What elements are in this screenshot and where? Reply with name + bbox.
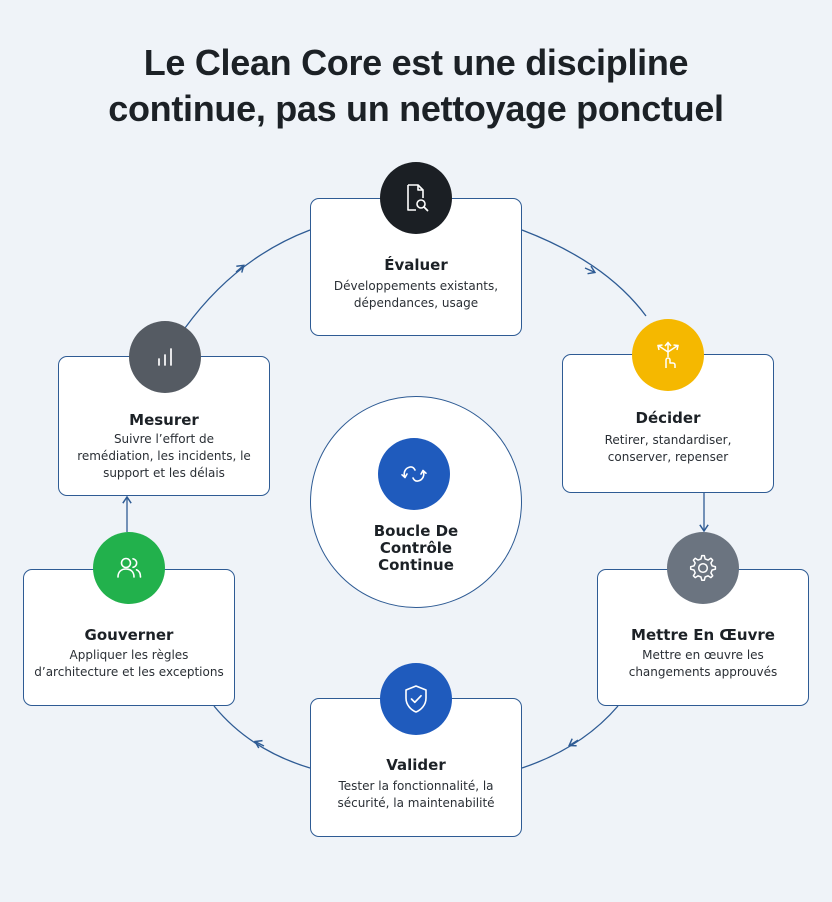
step-desc-line: changements approuvés — [628, 665, 778, 679]
page-title: Le Clean Core est une discipline continu… — [0, 40, 832, 132]
step-title: Gouverner — [84, 626, 174, 644]
step-title: Décider — [635, 409, 701, 427]
step-card-decider: Décider Retirer, standardiser, conserver… — [562, 354, 774, 493]
step-description: Retirer, standardiser, conserver, repens… — [571, 432, 765, 466]
step-description: Appliquer les règles d’architecture et l… — [32, 647, 226, 681]
step-desc-line: dépendances, usage — [353, 296, 479, 310]
step-desc-line: support et les délais — [103, 466, 225, 480]
step-desc-line: Développements existants, — [333, 279, 499, 293]
step-description: Tester la fonctionnalité, la sécurité, l… — [319, 778, 513, 812]
connector-evaluer-decider — [521, 229, 647, 317]
bar-chart-icon — [158, 348, 172, 366]
document-search-icon — [407, 184, 429, 212]
gear-icon — [689, 554, 717, 582]
users-icon — [117, 557, 142, 578]
step-description: Développements existants, dépendances, u… — [319, 278, 513, 312]
step-desc-line: remédiation, les incidents, le — [77, 449, 251, 463]
step-card-gouverner: Gouverner Appliquer les règles d’archite… — [23, 569, 235, 706]
step-desc-line: Appliquer les règles — [69, 648, 189, 662]
step-icon-valider — [380, 663, 452, 735]
connector-valider-gouverner — [213, 705, 311, 769]
step-desc-line: Suivre l’effort de — [113, 432, 215, 446]
step-title: Valider — [386, 756, 446, 774]
step-title: Mesurer — [129, 411, 199, 429]
step-description: Mettre en œuvre les changements approuvé… — [606, 647, 800, 681]
step-desc-line: Mettre en œuvre les — [642, 648, 764, 662]
title-line-2: continue, pas un nettoyage ponctuel — [108, 88, 724, 129]
title-line-1: Le Clean Core est une discipline — [143, 42, 689, 83]
step-icon-evaluer — [380, 162, 452, 234]
step-icon-mesurer — [129, 321, 201, 393]
step-title: Mettre En Œuvre — [631, 626, 775, 644]
step-title: Évaluer — [384, 256, 448, 274]
step-desc-line: Tester la fonctionnalité, la — [338, 779, 494, 793]
step-desc-line: d’architecture et les exceptions — [34, 665, 224, 679]
center-label-line: Continue — [378, 556, 454, 574]
step-icon-decider — [632, 319, 704, 391]
step-description: Suivre l’effort de remédiation, les inci… — [67, 431, 261, 482]
step-desc-line: Retirer, standardiser, — [604, 433, 732, 447]
center-label-line: Boucle De — [373, 522, 459, 540]
decision-arrows-icon — [657, 341, 679, 368]
step-icon-gouverner — [93, 532, 165, 604]
step-desc-line: sécurité, la maintenabilité — [337, 796, 495, 810]
center-label-line: Contrôle — [379, 539, 453, 557]
shield-check-icon — [405, 685, 427, 713]
step-icon-mettre-en-oeuvre — [667, 532, 739, 604]
center-icon — [378, 438, 450, 510]
step-card-evaluer: Évaluer Développements existants, dépend… — [310, 198, 522, 336]
step-desc-line: conserver, repenser — [607, 450, 729, 464]
center-label: Boucle De Contrôle Continue — [311, 523, 521, 574]
center-loop-circle: Boucle De Contrôle Continue — [310, 396, 522, 608]
connector-mettre-valider — [521, 705, 619, 769]
connector-mesurer-evaluer — [184, 229, 311, 329]
cycle-icon — [401, 466, 427, 482]
